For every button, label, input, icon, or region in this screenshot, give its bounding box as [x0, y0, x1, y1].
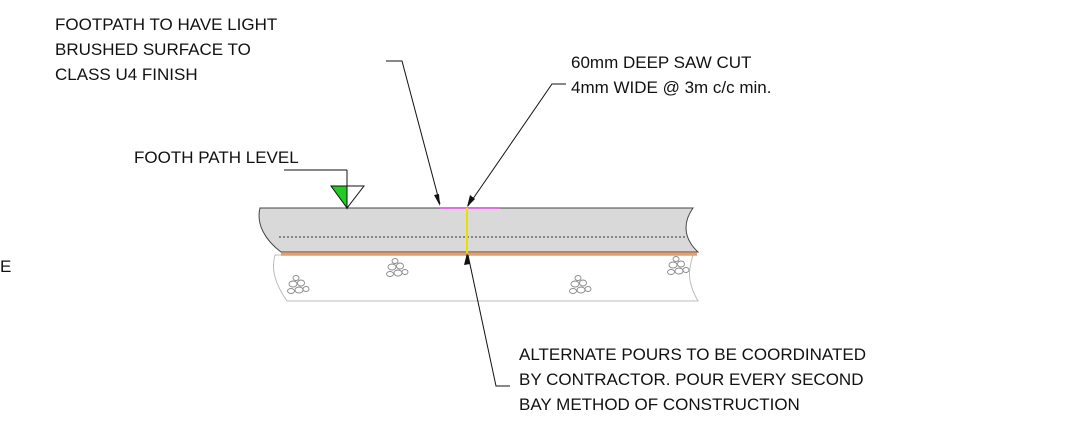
aggregate-cluster [386, 258, 409, 277]
pours-note: ALTERNATE POURS TO BE COORDINATED BY CON… [519, 345, 866, 414]
level-marker-icon [284, 169, 366, 210]
finish-note-leader [386, 60, 441, 206]
concrete-slab [258, 207, 700, 253]
finish-note-line-3: CLASS U4 FINISH [55, 65, 198, 84]
pours-note-line-3: BAY METHOD OF CONSTRUCTION [519, 395, 800, 414]
saw-cut-note: 60mm DEEP SAW CUT 4mm WIDE @ 3m c/c min. [571, 53, 772, 97]
finish-note: FOOTPATH TO HAVE LIGHT BRUSHED SURFACE T… [55, 15, 277, 84]
saw-cut-note-line-2: 4mm WIDE @ 3m c/c min. [571, 78, 772, 97]
saw-cut-note-line-1: 60mm DEEP SAW CUT [571, 53, 751, 72]
edge-fragment-label: E [0, 257, 11, 276]
subgrade-base [273, 254, 699, 302]
finish-note-line-2: BRUSHED SURFACE TO [55, 40, 251, 59]
finish-note-line-1: FOOTPATH TO HAVE LIGHT [55, 15, 277, 34]
aggregate-symbols [287, 256, 690, 294]
saw-cut-leader [467, 83, 566, 207]
pours-note-leader [464, 253, 510, 387]
aggregate-cluster [569, 275, 592, 294]
pours-note-line-2: BY CONTRACTOR. POUR EVERY SECOND [519, 370, 863, 389]
pours-note-line-1: ALTERNATE POURS TO BE COORDINATED [519, 345, 866, 364]
aggregate-cluster [667, 256, 690, 275]
aggregate-cluster [287, 275, 310, 294]
footpath-level-label: FOOTH PATH LEVEL [134, 148, 299, 167]
